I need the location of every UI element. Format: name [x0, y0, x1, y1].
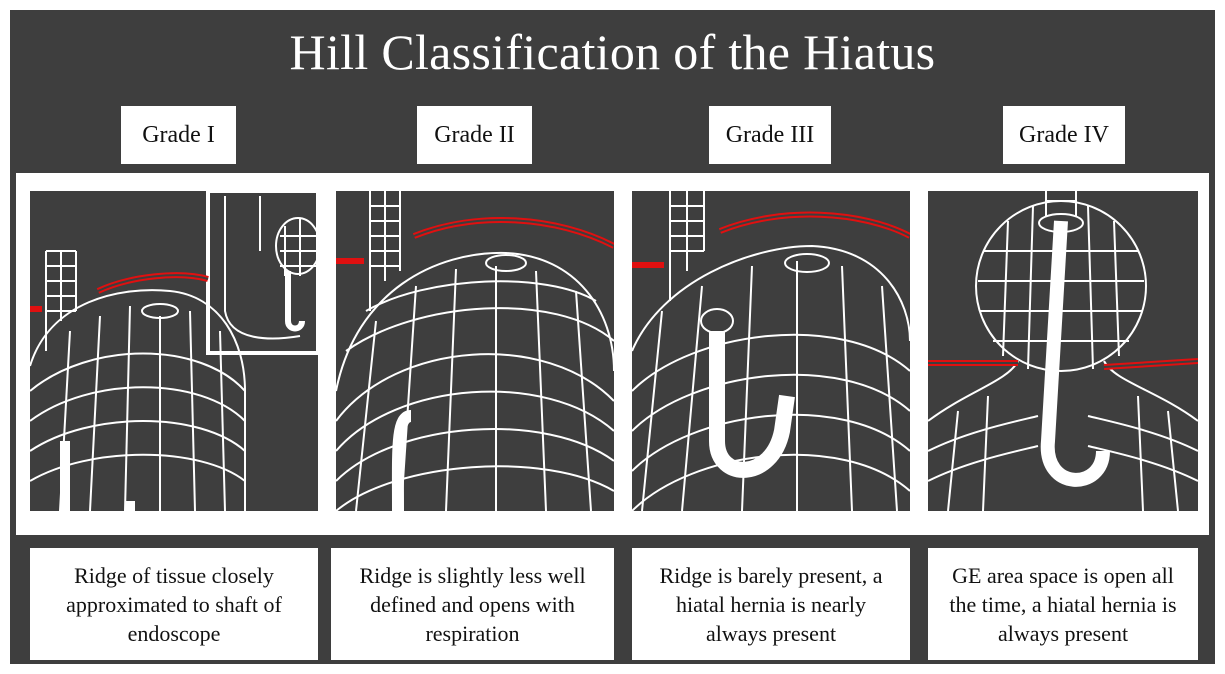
- grade-3-description: Ridge is barely present, a hiatal hernia…: [632, 548, 910, 660]
- grade-1-illustration: [30, 191, 318, 511]
- grade-3-label: Grade III: [709, 106, 831, 164]
- grade-2-description: Ridge is slightly less well defined and …: [331, 548, 614, 660]
- grade-4-illustration: [928, 191, 1198, 511]
- grade-2-label: Grade II: [417, 106, 532, 164]
- grade-2-illustration: [336, 191, 614, 511]
- grade-1-label: Grade I: [121, 106, 236, 164]
- grade-4-description: GE area space is open all the time, a hi…: [928, 548, 1198, 660]
- grade-3-illustration: [632, 191, 910, 511]
- grade-1-description: Ridge of tissue closely approximated to …: [30, 548, 318, 660]
- figure-title: Hill Classification of the Hiatus: [0, 22, 1225, 82]
- grade-4-label: Grade IV: [1003, 106, 1125, 164]
